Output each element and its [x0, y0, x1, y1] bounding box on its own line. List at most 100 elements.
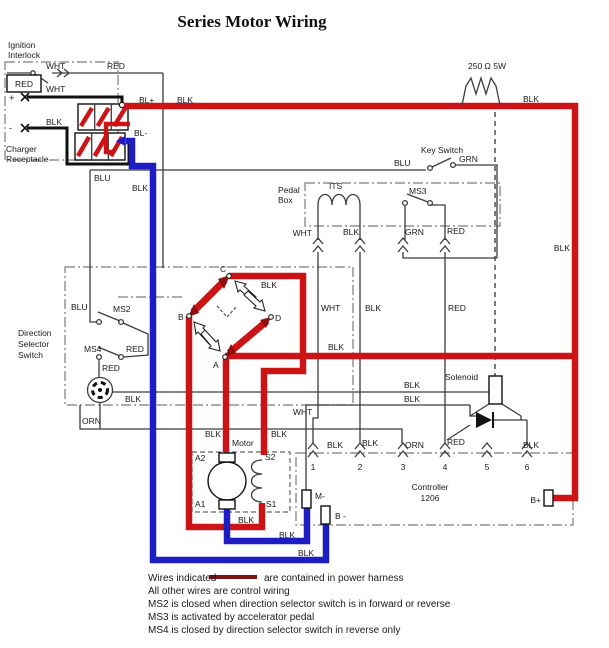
label-wht-charger: WHT: [46, 84, 65, 94]
arrowhead-d: [260, 317, 271, 328]
label-key-switch: Key Switch: [421, 145, 463, 155]
its-coil: [317, 193, 361, 206]
ms4-contact-right: [117, 353, 125, 361]
label-ignition-1: Ignition: [8, 40, 36, 50]
charger-plus-wire: [27, 95, 124, 102]
charger-plus-contact: [20, 92, 30, 102]
label-wht-pedal: WHT: [293, 228, 312, 238]
key-grn-wire: [455, 164, 498, 258]
ms2-blade: [97, 311, 121, 322]
label-red-buzzer: RED: [102, 363, 120, 373]
label-blk-a-wire: BLK: [328, 342, 344, 352]
diamond-center-cam: [216, 305, 238, 318]
its-legs: [317, 205, 361, 240]
label-blk-pedal: BLK: [343, 227, 359, 237]
red-wire-box: [6, 74, 42, 93]
contact-d: [268, 314, 274, 320]
label-red-pedal: RED: [447, 226, 465, 236]
label-blk-mid: BLK: [365, 303, 381, 313]
label-contact-d: D: [275, 313, 281, 323]
key-switch-blade: [431, 157, 452, 168]
legend-line4: MS3 is activated by accelerator pedal: [148, 612, 314, 623]
label-ms3: MS3: [409, 186, 427, 196]
label-blk-resistor: BLK: [523, 94, 539, 104]
label-ms2: MS2: [113, 304, 131, 314]
label-grn-pedal: GRN: [405, 227, 424, 237]
label-pedal-1: Pedal: [278, 185, 300, 195]
label-pedal-2: Box: [278, 195, 293, 205]
blu-ms2-wire: [89, 170, 96, 323]
red-c-to-s2: [229, 272, 307, 455]
label-minus: -: [9, 123, 12, 134]
motor-armature: [207, 461, 247, 501]
label-blk-bus: BLK: [132, 183, 148, 193]
pin-number-1: 1: [311, 462, 316, 472]
label-red-box: RED: [15, 79, 33, 89]
ms2-ms4-wire: [122, 322, 149, 358]
battery-pack: [74, 101, 130, 161]
label-wht-interlock: WHT: [46, 61, 65, 71]
label-a2: A2: [195, 453, 206, 463]
label-charger-1: Charger: [6, 144, 37, 154]
legend-line2: All other wires are control wiring: [148, 586, 290, 597]
white-arrow-to-a: [200, 329, 221, 352]
ms2-contact-left: [95, 318, 103, 326]
label-red-ms4: RED: [126, 344, 144, 354]
legend-line5: MS4 is closed by direction selector swit…: [148, 625, 400, 636]
battery-series-link: [103, 121, 130, 155]
direction-diamond: [186, 273, 274, 360]
buzzer-segments: [91, 381, 109, 399]
label-red-interlock: RED: [107, 61, 125, 71]
motor-box: [191, 451, 291, 513]
contact-b: [186, 313, 192, 319]
legend-line3: MS2 is closed when direction sel­ector s…: [148, 599, 451, 610]
label-blk-battery: BLK: [177, 95, 193, 105]
legend-line1-pre: Wires indicated: [148, 573, 216, 584]
label-resistor: 250 Ω 5W: [468, 61, 506, 71]
pin-number-5: 5: [485, 462, 490, 472]
label-pin3: ORN: [405, 440, 424, 450]
label-solenoid: Solenoid: [445, 372, 478, 382]
control-wires: [7, 68, 533, 490]
label-contact-b: B: [178, 312, 184, 322]
label-blk-c-wire: BLK: [261, 280, 277, 290]
charger-minus-contact: [20, 123, 30, 133]
motor-brush-a2: [218, 452, 236, 463]
label-plus: +: [9, 93, 15, 104]
label-ignition-2: Interlock: [8, 50, 41, 60]
blue-a1-to-mminus: [223, 508, 311, 545]
label-contact-a: A: [213, 360, 219, 370]
label-motor: Motor: [232, 438, 254, 448]
label-blu-bus: BLU: [94, 173, 111, 183]
b-plus-terminal: [543, 489, 554, 507]
label-direction-3: Switch: [18, 350, 43, 360]
label-blk-right: BLK: [554, 243, 570, 253]
label-pin6: BLK: [523, 440, 539, 450]
label-direction-2: Selector: [18, 339, 49, 349]
contact-c: [226, 273, 232, 279]
label-s1: S1: [266, 499, 277, 509]
orn-wire: [79, 405, 403, 443]
grn-link-wire: [402, 252, 497, 259]
label-contact-c: C: [220, 264, 226, 274]
label-s2: S2: [265, 452, 276, 462]
label-blk-s2: BLK: [271, 429, 287, 439]
label-wht-mid: WHT: [321, 303, 340, 313]
blue-arrowhead-battery: [116, 136, 125, 146]
label-red-mid: RED: [448, 303, 466, 313]
arrowhead-a: [225, 344, 236, 357]
label-blk-solenoid-2: BLK: [404, 394, 420, 404]
pin-number-2: 2: [358, 462, 363, 472]
solenoid-symbol: [476, 375, 503, 428]
motor-field-coil: [250, 459, 263, 503]
bl-plus-terminal: [118, 101, 126, 109]
power-wires-blue: [116, 136, 330, 564]
label-pin4: RED: [447, 437, 465, 447]
label-grn-key: GRN: [459, 154, 478, 164]
b-minus-terminal: [320, 505, 331, 525]
ms3-blade: [406, 193, 429, 203]
pin-number-3: 3: [401, 462, 406, 472]
wht-wire: [312, 252, 319, 443]
arrowhead-b: [188, 304, 199, 317]
